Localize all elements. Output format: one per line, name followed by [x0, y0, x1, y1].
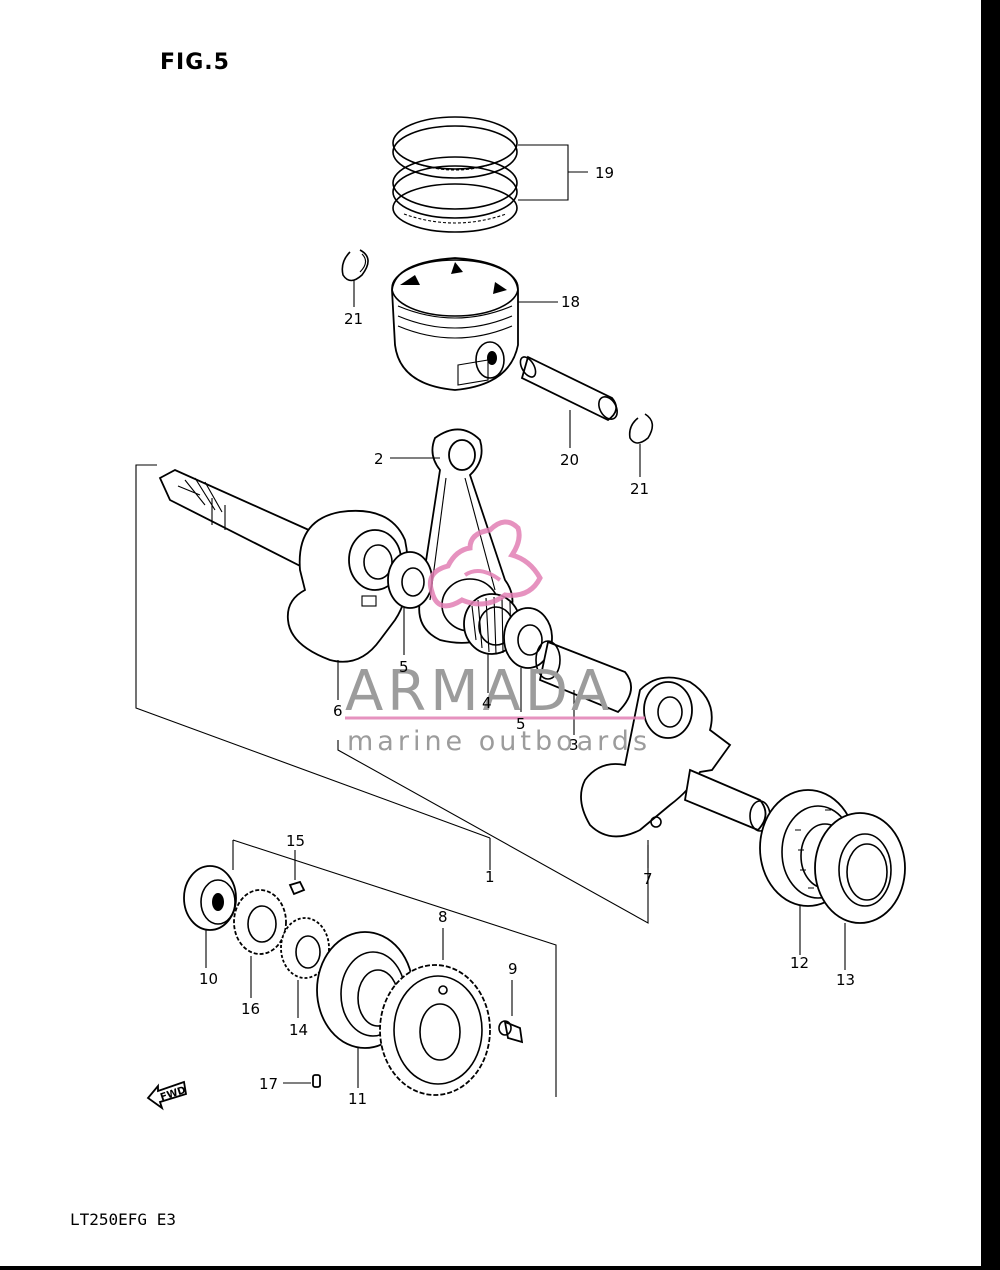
piston-ring-set — [392, 116, 518, 233]
callout-8: 8 — [438, 908, 448, 926]
callout-21-right: 21 — [630, 480, 649, 498]
crankshaft-bearing-left — [183, 865, 237, 968]
callout-2: 2 — [374, 450, 384, 468]
watermark-word: ARMADA — [345, 659, 613, 724]
small-pin — [283, 1074, 321, 1088]
dowel-pin — [498, 980, 524, 1044]
scan-edge-bottom — [0, 1266, 1000, 1270]
callout-21-left: 21 — [344, 310, 363, 328]
balancer-gear-sleeve — [280, 917, 330, 1018]
oil-seal-right — [814, 812, 906, 970]
crankshaft-left — [158, 468, 410, 700]
piston-pin-circlip-right — [628, 413, 654, 477]
callout-6: 6 — [333, 702, 343, 720]
watermark-subtitle: marine outboards — [347, 726, 651, 757]
forward-direction-badge: FWD — [146, 1080, 187, 1111]
piston-pin-circlip-left — [341, 249, 369, 307]
callout-19-leader — [518, 144, 588, 201]
callout-5-right: 5 — [516, 715, 526, 733]
callout-17: 17 — [259, 1075, 278, 1093]
callout-11: 11 — [348, 1090, 367, 1108]
piston-pin — [519, 355, 618, 448]
piston — [391, 257, 519, 391]
fwd-label: FWD — [159, 1085, 187, 1104]
callout-13: 13 — [836, 971, 855, 989]
figure-title: FIG.5 — [160, 50, 230, 75]
crankshaft-right — [580, 676, 771, 868]
callout-3: 3 — [569, 736, 579, 754]
callout-19: 19 — [595, 164, 614, 182]
model-code: LT250EFG E3 — [70, 1210, 176, 1229]
watermark-logo: ARMADA marine outboards — [345, 519, 651, 757]
callout-5-left: 5 — [399, 658, 409, 676]
crankshaft-assembly-bracket — [135, 464, 649, 1097]
woodruff-key — [288, 850, 306, 896]
callout-18: 18 — [561, 293, 580, 311]
callout-14: 14 — [289, 1021, 308, 1039]
callout-12: 12 — [790, 954, 809, 972]
callout-labels: 1 2 3 4 5 5 6 7 8 9 10 11 12 13 14 15 16… — [199, 164, 855, 1108]
crank-pin — [535, 640, 632, 735]
scan-edge-right — [981, 0, 1000, 1270]
balancer-drive-gear — [379, 928, 491, 1096]
callout-15: 15 — [286, 832, 305, 850]
thrust-washer-right — [503, 607, 553, 712]
callout-16: 16 — [241, 1000, 260, 1018]
callout-7: 7 — [643, 870, 653, 888]
callout-1: 1 — [485, 868, 495, 886]
timing-gear — [233, 889, 287, 998]
callout-9: 9 — [508, 960, 518, 978]
callout-10: 10 — [199, 970, 218, 988]
callout-4: 4 — [482, 694, 492, 712]
callout-20: 20 — [560, 451, 579, 469]
